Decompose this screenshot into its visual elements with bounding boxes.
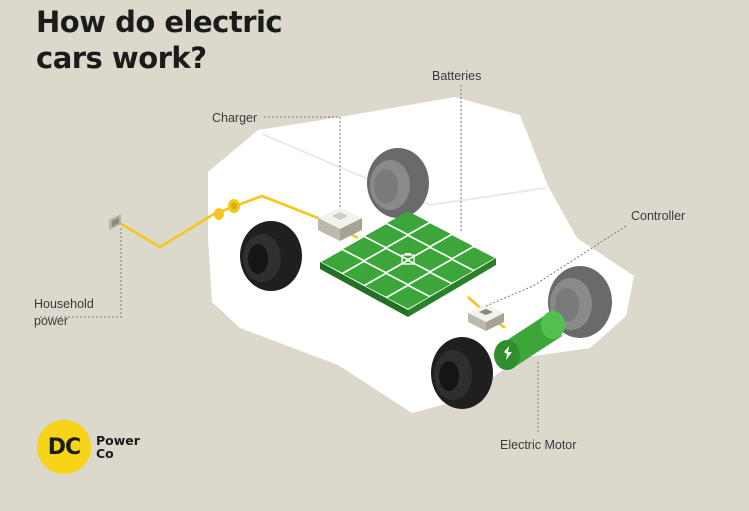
controller-icon (468, 304, 504, 331)
battery-cell (365, 224, 407, 247)
battery-glyph-terminal (405, 253, 411, 255)
label-batteries: Batteries (432, 69, 482, 83)
label-electric-motor: Electric Motor (500, 438, 577, 452)
leader-controller (485, 225, 627, 307)
battery-cell (387, 211, 429, 234)
battery-cell (387, 236, 429, 259)
leader-household (40, 228, 122, 318)
battery-side-left (320, 262, 408, 317)
title-line-2: cars work? (36, 41, 207, 75)
battery-cell (387, 286, 429, 309)
electric-motor-icon (494, 311, 565, 370)
battery-side-right (408, 258, 496, 317)
title-line-1: How do electric (36, 5, 283, 39)
battery-cell (365, 249, 407, 272)
charger-icon (318, 207, 362, 241)
battery-cell (431, 235, 473, 258)
household-plug-icon (109, 214, 121, 230)
battery-cell (343, 262, 385, 285)
logo-name-line-2: Co (96, 446, 114, 461)
battery-pack (320, 211, 496, 317)
label-household-line-2: power (34, 314, 69, 328)
battery-cell (431, 260, 473, 283)
battery-cell (343, 237, 385, 260)
battery-cell (365, 274, 407, 297)
charging-port-icon (214, 199, 240, 220)
label-controller: Controller (631, 209, 686, 223)
front-wheel-right (431, 337, 493, 409)
battery-cell (409, 248, 451, 271)
battery-cell (453, 247, 495, 270)
dc-power-co-logo: DC Power Co (37, 420, 140, 474)
rear-wheel-left (367, 148, 429, 218)
battery-cell (387, 261, 429, 284)
leader-charger (264, 116, 341, 208)
battery-cell (409, 223, 451, 246)
battery-cell (409, 273, 451, 296)
logo-monogram: DC (37, 420, 91, 474)
logo-name-line-1: Power (96, 433, 140, 448)
battery-cell (321, 250, 363, 273)
label-household-line-1: Household (34, 297, 94, 311)
label-charger: Charger (212, 111, 258, 125)
label-household-power: Household power (34, 296, 94, 330)
logo-wordmark: Power Co (96, 434, 140, 460)
leader-lines (40, 85, 627, 432)
front-wheel-left (240, 221, 302, 291)
page-title: How do electric cars work? (36, 4, 283, 76)
